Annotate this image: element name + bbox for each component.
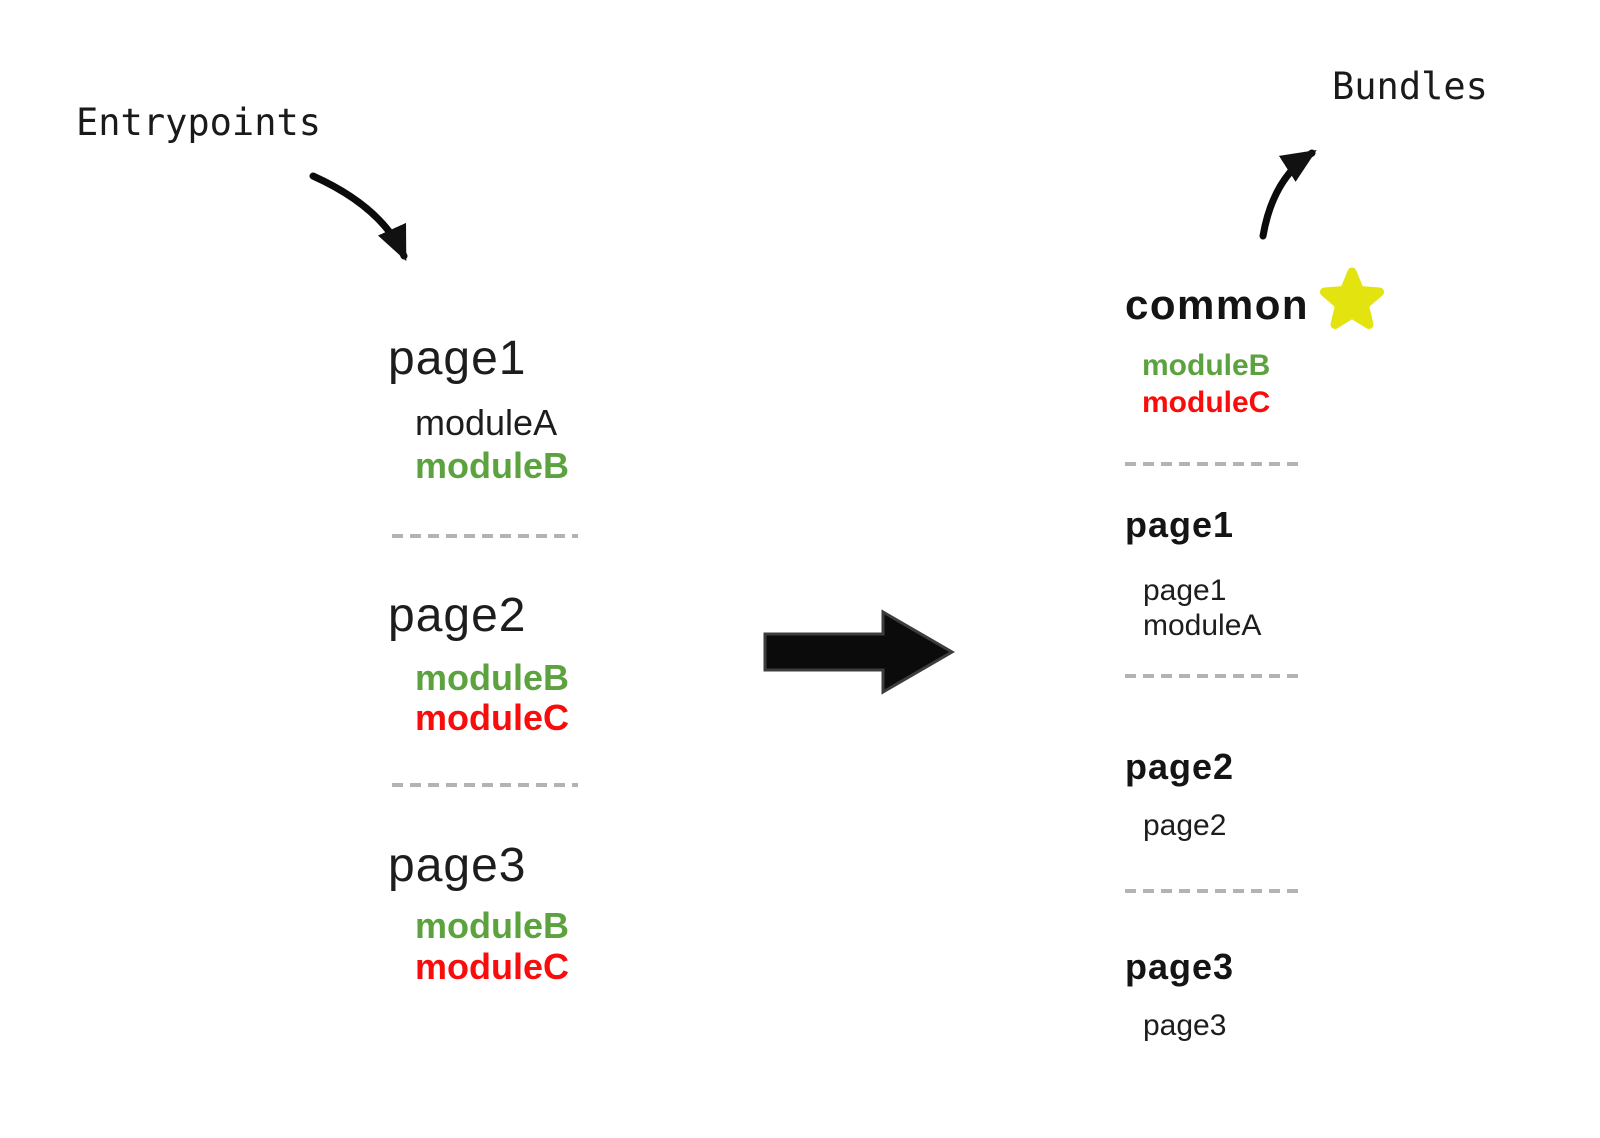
entrypoint-page3-module-moduleB: moduleB [415,905,570,946]
entrypoints-arrow-icon [309,172,408,262]
star-icon [1319,267,1385,329]
bundle-common-module-moduleC: moduleC [1142,386,1271,419]
entrypoint-page1-module-moduleB: moduleB [415,445,570,486]
bundle-page2-heading: page2 [1125,746,1235,787]
entrypoint-page2-module-moduleB: moduleB [415,657,570,698]
bundle-page1-heading: page1 [1125,504,1235,545]
entrypoints-label: Entrypoints [76,101,322,144]
bundle-common-heading: common [1125,281,1310,328]
bundle-page1-module-page1: page1 [1143,574,1227,607]
bundles-arrow-icon [1259,149,1317,240]
entrypoint-page3-module-moduleC: moduleC [415,946,570,987]
entrypoint-page2-heading: page2 [388,589,527,642]
entrypoint-page3-heading: page3 [388,839,527,892]
entrypoint-page1-module-moduleA: moduleA [415,402,558,443]
transform-arrow-icon [763,609,955,695]
entrypoint-page2-module-moduleC: moduleC [415,697,570,738]
bundle-page1-module-moduleA: moduleA [1143,609,1262,642]
bundles-separator-1 [1125,462,1305,466]
bundle-common-module-moduleB: moduleB [1142,349,1271,382]
bundles-label: Bundles [1332,65,1488,108]
entrypoint-page1-heading: page1 [388,332,527,385]
bundles-separator-2 [1125,674,1305,678]
entrypoints-separator-2 [392,783,578,787]
bundle-page2-module-page2: page2 [1143,809,1227,842]
entrypoints-separator-1 [392,534,578,538]
bundles-separator-3 [1125,889,1305,893]
bundle-page3-heading: page3 [1125,946,1235,987]
bundle-page3-module-page3: page3 [1143,1009,1227,1042]
